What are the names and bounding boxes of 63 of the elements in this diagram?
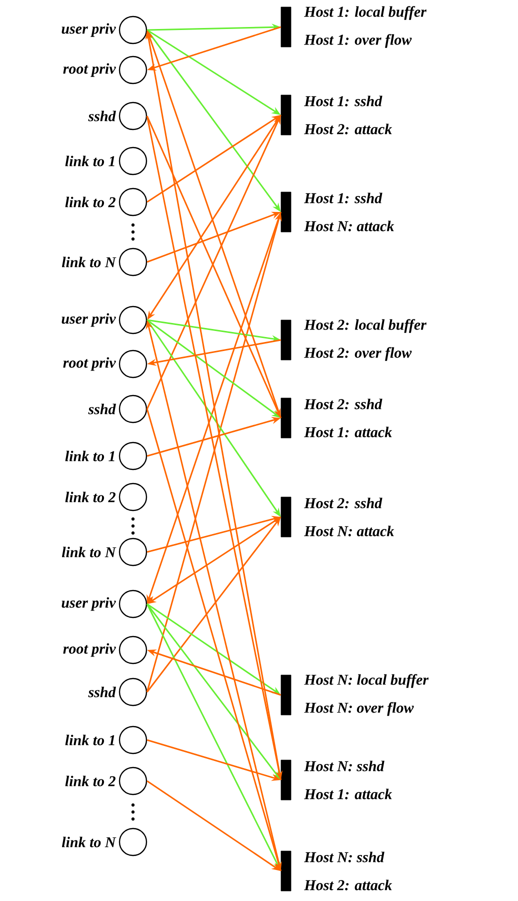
node-label: sshd [88, 404, 116, 414]
node-label: Host 1: sshd [304, 192, 382, 204]
circle-node [118, 350, 148, 378]
node-label: Host N: local buffer [304, 674, 429, 688]
node-label: Host 1: attack [304, 426, 392, 438]
node-label: Host 2: attack [304, 880, 392, 890]
node-label: link to 2 [65, 776, 116, 786]
node-label: link to 1 [65, 450, 114, 462]
bar-node [280, 192, 292, 232]
node-label: Host N: attack [304, 526, 394, 536]
node-label: root priv [63, 643, 116, 657]
circle-node [118, 394, 148, 424]
node-label: Host 1: over flow [304, 34, 412, 48]
node-label: Host N: over flow [304, 702, 414, 716]
circle-node [118, 442, 148, 470]
node-label: link to 1 [65, 734, 114, 746]
node-label: link to 2 [65, 196, 116, 208]
node-label: root priv [63, 357, 116, 371]
circle-node [118, 726, 148, 754]
bar-node [280, 760, 292, 800]
node-label: Host N: sshd [304, 852, 384, 862]
circle-node [118, 56, 148, 84]
node-label: Host N: attack [304, 220, 394, 232]
node-label: user priv [62, 23, 116, 37]
node-label: Host 1: attack [304, 788, 392, 800]
node-label: Host 2: local buffer [304, 319, 427, 333]
bar-node [280, 398, 292, 438]
node-label: Host 2: sshd [304, 398, 382, 410]
circle-node [118, 188, 148, 216]
node-label: link to N [62, 256, 116, 268]
circle-node [118, 590, 148, 618]
node-label: root priv [63, 63, 116, 77]
bar-node [280, 674, 292, 716]
node-label: sshd [88, 110, 116, 122]
node-label: user priv [62, 313, 116, 327]
node-label: link to N [62, 836, 116, 848]
circle-node [118, 102, 148, 130]
node-label: user priv [62, 597, 116, 611]
node-label: Host 2: sshd [304, 498, 382, 508]
circle-node [118, 636, 148, 664]
circle-node [118, 766, 148, 796]
circle-node [118, 482, 148, 512]
bar-node [280, 320, 292, 360]
node-label: link to N [62, 546, 116, 558]
bar-node [280, 6, 292, 48]
bar-node [280, 496, 292, 538]
node-label: Host 2: attack [304, 124, 392, 134]
bar-node [280, 850, 292, 892]
circle-node [118, 16, 148, 44]
bar-node [280, 94, 292, 136]
circle-node [118, 828, 148, 856]
circle-node [118, 248, 148, 276]
circle-node [118, 146, 148, 176]
node-label: link to 1 [65, 156, 114, 166]
node-label: Host 2: over flow [304, 347, 412, 361]
circle-node [118, 538, 148, 566]
circle-node [118, 306, 148, 334]
node-label: Host 1: sshd [304, 96, 382, 106]
circle-node [118, 678, 148, 706]
node-label: link to 2 [65, 492, 116, 502]
node-label: Host N: sshd [304, 760, 384, 772]
node-label: Host 1: local buffer [304, 6, 427, 20]
node-label: sshd [88, 686, 116, 698]
